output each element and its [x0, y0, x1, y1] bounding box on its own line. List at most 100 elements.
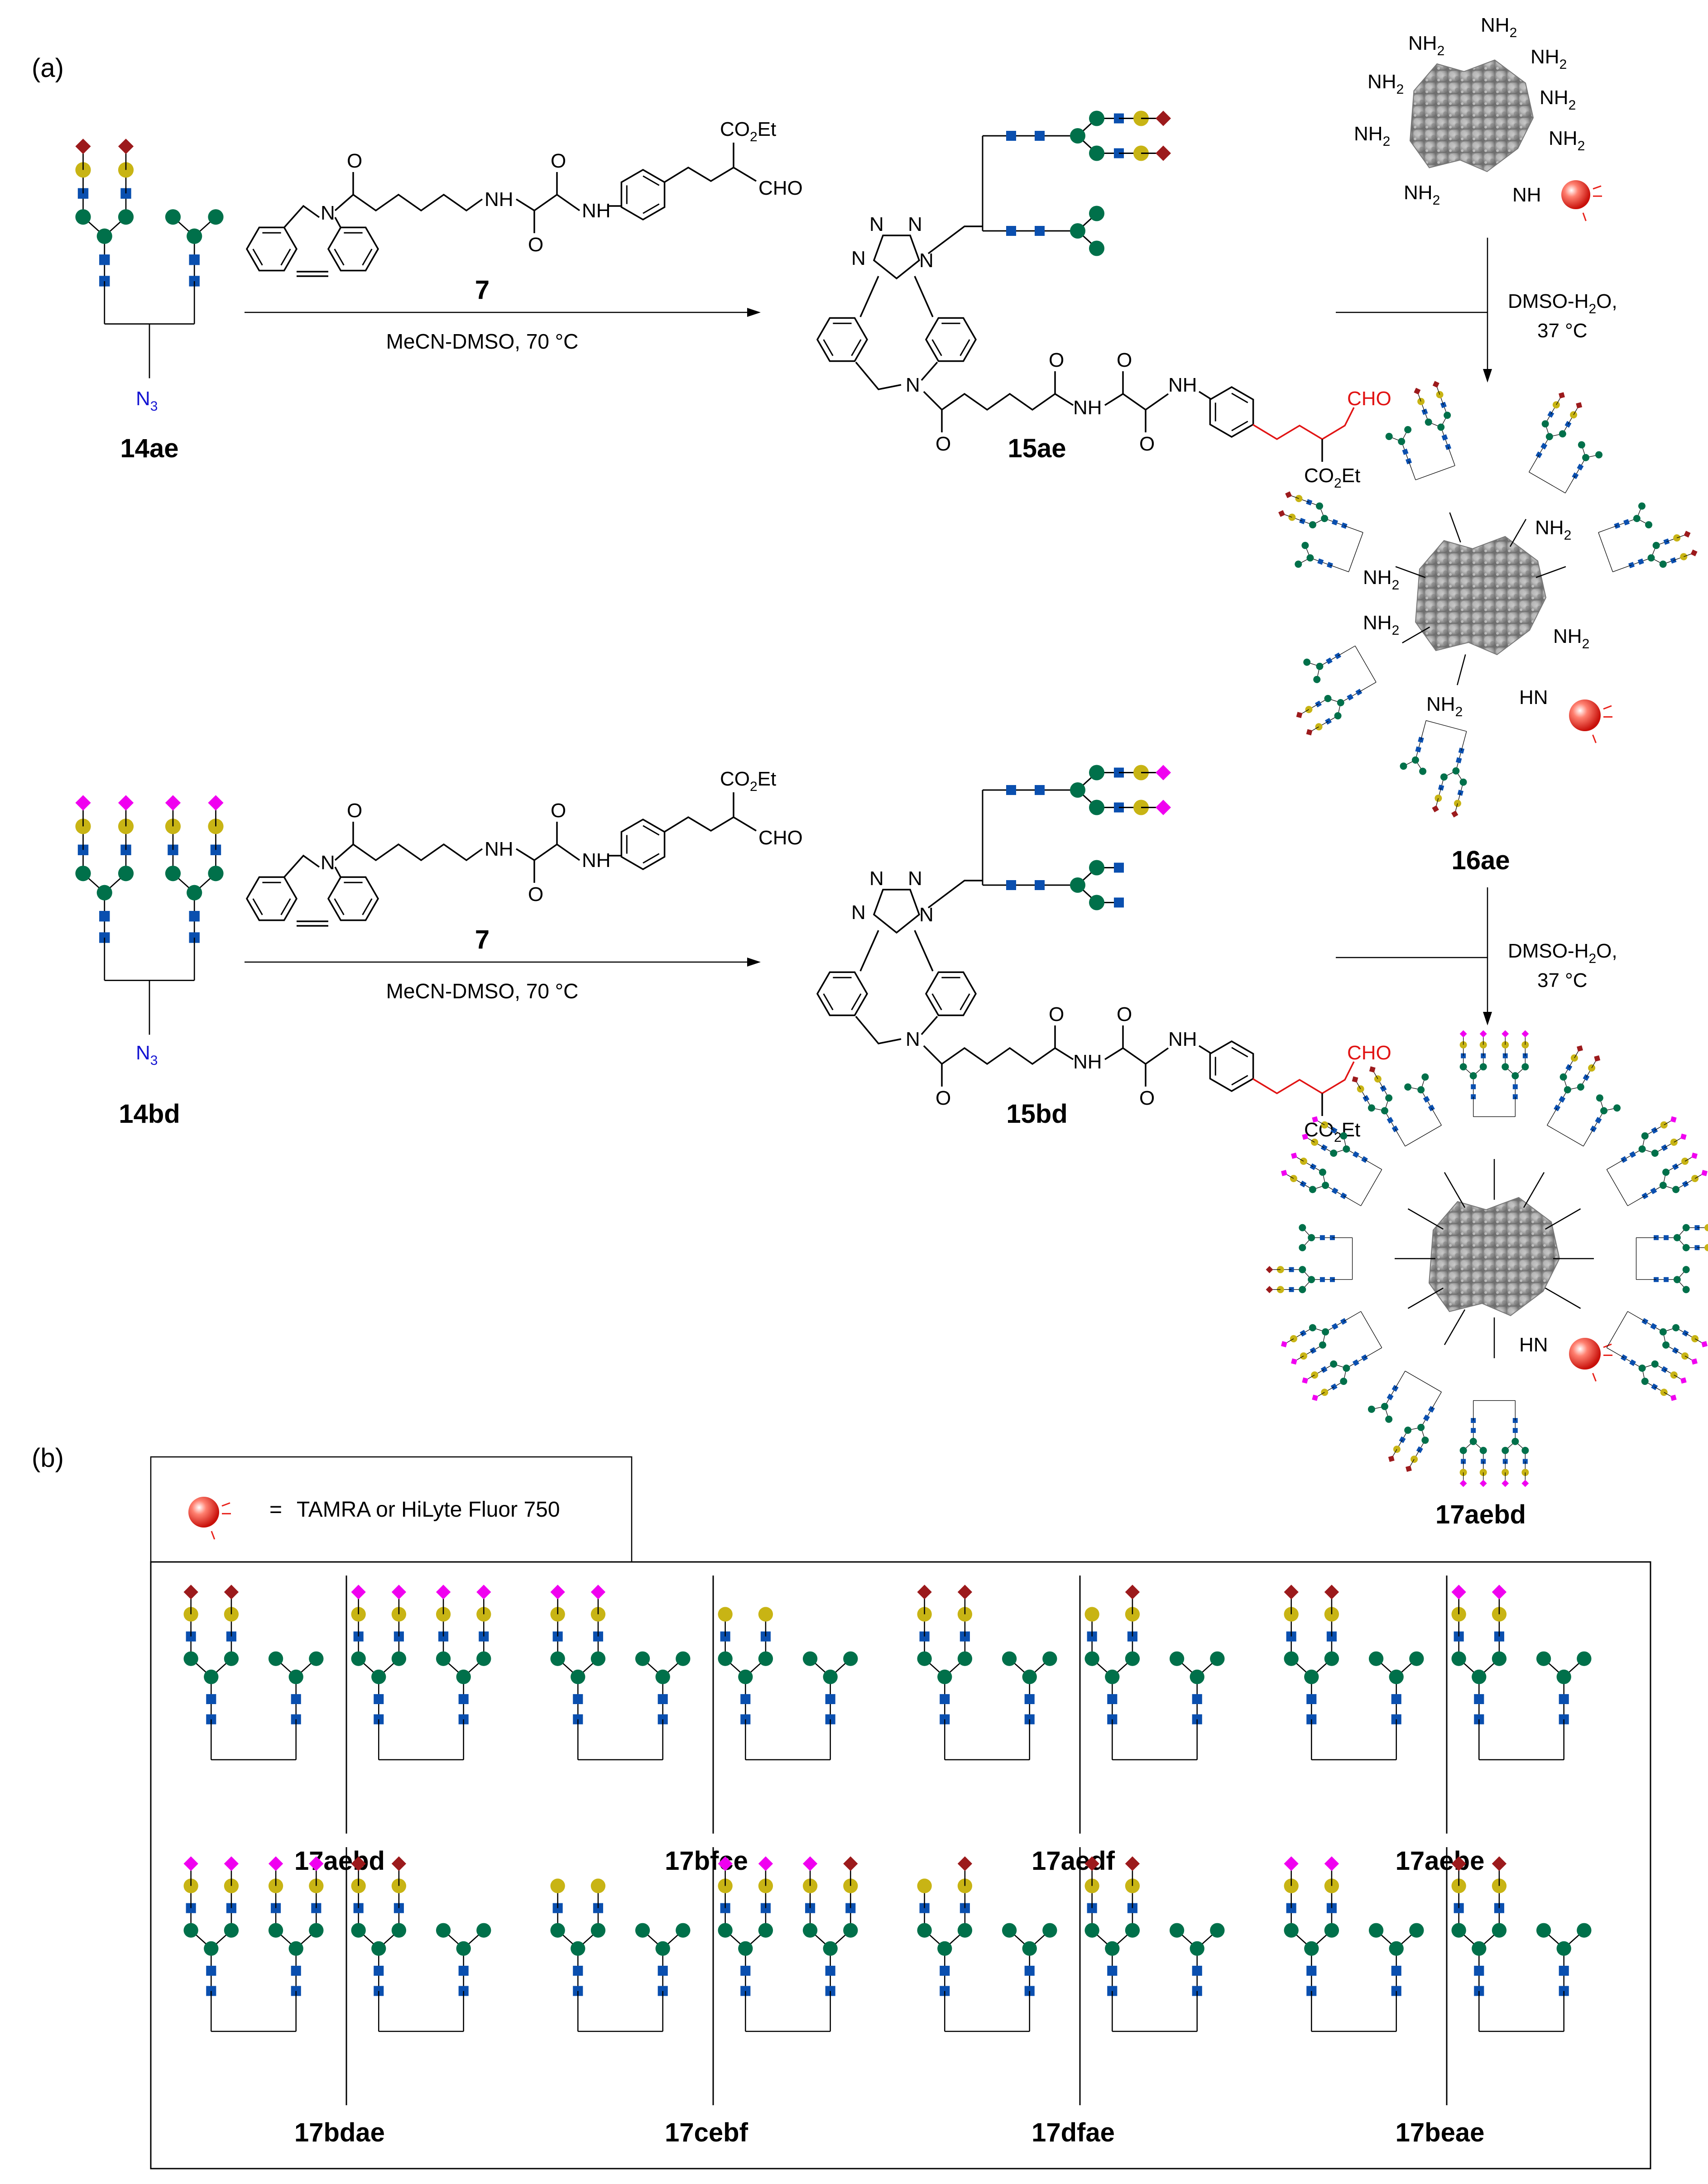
attached-glycan — [1281, 1116, 1382, 1206]
nitrogen-label: N — [851, 247, 866, 269]
mannose-circle — [1324, 694, 1332, 702]
ring-bond — [859, 276, 879, 317]
mannose-circle — [957, 1923, 973, 1938]
mannose-circle — [1299, 1266, 1306, 1274]
mannose-circle — [1089, 860, 1104, 876]
mannose-circle — [758, 1923, 773, 1938]
neu5ac-diamond — [1266, 1286, 1273, 1293]
galactose-circle — [1704, 1244, 1708, 1251]
attached-glycan — [1278, 491, 1363, 572]
mannose-circle — [1511, 1072, 1519, 1080]
glcnac-square — [458, 1694, 469, 1705]
neu5ac-diamond — [1576, 402, 1583, 409]
glcnac-square — [206, 1965, 216, 1976]
glycosidic-bond — [1448, 446, 1455, 466]
glcnac-square — [1325, 718, 1332, 725]
glycosidic-bond — [1415, 465, 1455, 480]
neu5gc-diamond — [1312, 1116, 1319, 1123]
fluorescence-ray — [1603, 1343, 1612, 1348]
oxygen-label: O — [347, 800, 362, 822]
neu5gc-diamond — [1459, 1030, 1467, 1038]
attached-glycan — [1400, 720, 1467, 818]
mannose-circle — [937, 1669, 952, 1685]
mannose-circle — [1404, 1427, 1412, 1434]
oxygen-label: O — [1049, 349, 1064, 371]
bond — [1199, 1045, 1212, 1054]
neu5gc-diamond — [1691, 1358, 1698, 1365]
glcnac-square — [1641, 1318, 1649, 1325]
mannose-circle — [1502, 1063, 1509, 1071]
glcnac-square — [1664, 1277, 1669, 1282]
mannose-circle — [1105, 1941, 1120, 1956]
glcnac-square — [1661, 1144, 1668, 1151]
mannose-circle — [1582, 454, 1590, 461]
attached-glycan — [1266, 1224, 1353, 1293]
enal-bond — [1252, 1078, 1323, 1095]
fluorescence-ray — [1603, 705, 1612, 710]
benzene-ring — [816, 317, 868, 362]
nitrogen-label: N — [869, 213, 884, 235]
amine-nh-label: NH — [1512, 184, 1541, 206]
glycosidic-bond — [1583, 1129, 1594, 1147]
galactose-circle — [718, 1607, 733, 1622]
glcnac-square — [1024, 1694, 1035, 1705]
glycosidic-bond — [1606, 1311, 1628, 1348]
neu5gc-diamond — [1680, 1133, 1687, 1140]
neu5gc-diamond — [718, 1856, 733, 1871]
glycine-bond — [516, 843, 581, 862]
mannose-circle — [224, 1651, 239, 1666]
fluorescence-ray — [211, 1531, 216, 1540]
mannose-circle — [1319, 1169, 1326, 1176]
mannose-circle — [1404, 1083, 1412, 1091]
mannose-circle — [571, 1669, 585, 1685]
galactose-circle — [1305, 706, 1313, 714]
aldehyde-label: CHO — [758, 177, 803, 199]
ring-bond — [283, 854, 320, 878]
glcnac-square — [1006, 880, 1016, 890]
galactose-circle — [590, 1878, 606, 1893]
azide-label-14ae: N3 — [136, 388, 158, 414]
neu5ac-diamond — [1352, 1076, 1358, 1083]
aldehyde-label: CHO — [1347, 388, 1391, 410]
alkyl-chain — [334, 843, 483, 862]
mannose-circle — [1638, 1365, 1646, 1372]
mannose-circle — [1022, 1669, 1037, 1685]
neu5ac-diamond — [1369, 1066, 1376, 1073]
neu5ac-diamond — [1125, 1585, 1140, 1600]
neu5ac-diamond — [843, 1856, 858, 1871]
nitrogen-label: N — [906, 1028, 920, 1050]
mannose-circle — [208, 866, 224, 881]
mannose-circle — [957, 1651, 973, 1666]
mannose-circle — [1089, 145, 1104, 161]
conjugation-arrow-top — [1336, 238, 1492, 383]
glcnac-square — [1559, 1096, 1566, 1103]
protein-surface — [1428, 1197, 1560, 1317]
mannose-circle — [1479, 1446, 1487, 1454]
linker-bond — [1402, 626, 1430, 644]
glcnac-square — [1340, 1192, 1347, 1199]
glcnac-square — [825, 1965, 835, 1976]
neu5ac-diamond — [351, 1856, 366, 1871]
mannose-circle — [1337, 699, 1344, 707]
phenyl-ring — [1209, 386, 1254, 438]
phenyl-ring — [620, 818, 666, 871]
glcnac-square — [1320, 1366, 1328, 1373]
mannose-circle — [937, 1941, 952, 1956]
mannose-circle — [75, 209, 91, 225]
mannose-circle — [1459, 778, 1467, 786]
mannose-circle — [1651, 1360, 1659, 1368]
oxygen-label: O — [1139, 1087, 1155, 1109]
mannose-circle — [1459, 1446, 1467, 1454]
glcnac-square — [1522, 1053, 1528, 1058]
mannose-circle — [1304, 1669, 1319, 1685]
glcnac-square — [1289, 1267, 1294, 1272]
linker-bond — [1444, 1172, 1466, 1208]
mannose-circle — [1459, 1063, 1467, 1071]
double-bond — [931, 339, 942, 356]
mannose-circle — [118, 209, 134, 225]
aldehyde-label: CHO — [1347, 1042, 1391, 1064]
neu5gc-diamond — [1479, 1480, 1487, 1487]
panel-b-label: (b) — [32, 1443, 64, 1473]
glcnac-square — [1522, 1459, 1528, 1464]
amide-nh-label: NH — [582, 849, 611, 872]
